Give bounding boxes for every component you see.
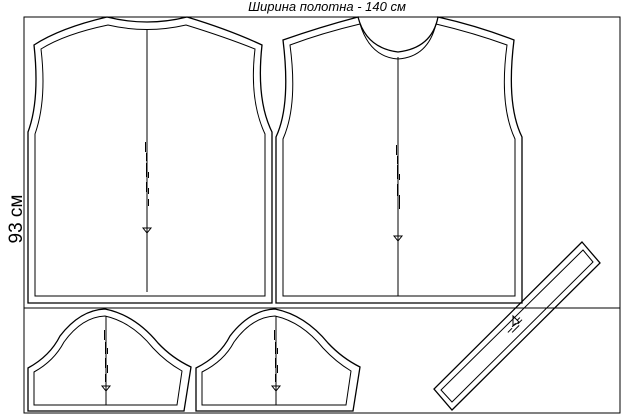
- back-piece: [27, 16, 273, 304]
- back-piece-marking: [145, 142, 149, 206]
- neck-band-marking: [507, 317, 523, 333]
- neck-band: [433, 241, 601, 411]
- sleeve-right-marking: [274, 330, 278, 382]
- front-piece-marking: [396, 145, 400, 209]
- front-piece: [275, 16, 523, 304]
- sleeve-right: [195, 308, 361, 412]
- sleeve-left-marking: [104, 330, 108, 382]
- sleeve-left: [27, 308, 192, 412]
- front-grain-arrow: [392, 235, 404, 242]
- fabric-border: [23, 16, 621, 414]
- fabric-width-label: Ширина полотна - 140 см: [248, 0, 406, 14]
